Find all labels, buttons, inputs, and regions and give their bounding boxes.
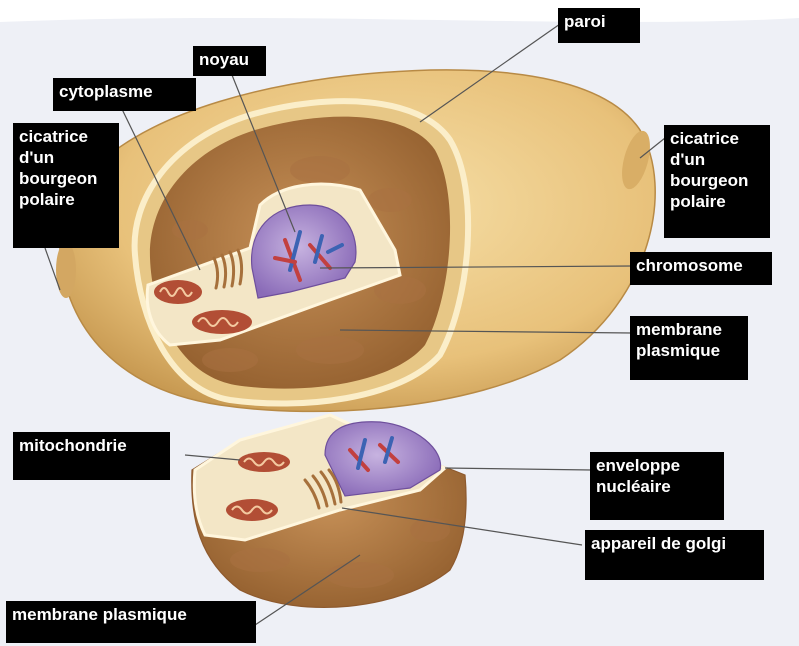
label-chromosome: chromosome [630, 252, 772, 285]
label-membrane-plasmique-top: membrane plasmique [630, 316, 748, 380]
label-mitochondrie: mitochondrie [13, 432, 170, 480]
label-appareil-de-golgi: appareil de golgi [585, 530, 764, 580]
label-cicatrice-left: cicatrice d'un bourgeon polaire [13, 123, 119, 248]
label-paroi: paroi [558, 8, 640, 43]
label-membrane-plasmique-bottom: membrane plasmique [6, 601, 256, 643]
bottom-slice [192, 415, 466, 607]
label-noyau: noyau [193, 46, 266, 76]
photo-glare [0, 0, 799, 22]
label-cicatrice-right: cicatrice d'un bourgeon polaire [664, 125, 770, 238]
label-cytoplasme: cytoplasme [53, 78, 196, 111]
bud-scar-left [56, 242, 76, 298]
label-enveloppe-nucleaire: enveloppe nucléaire [590, 452, 724, 520]
